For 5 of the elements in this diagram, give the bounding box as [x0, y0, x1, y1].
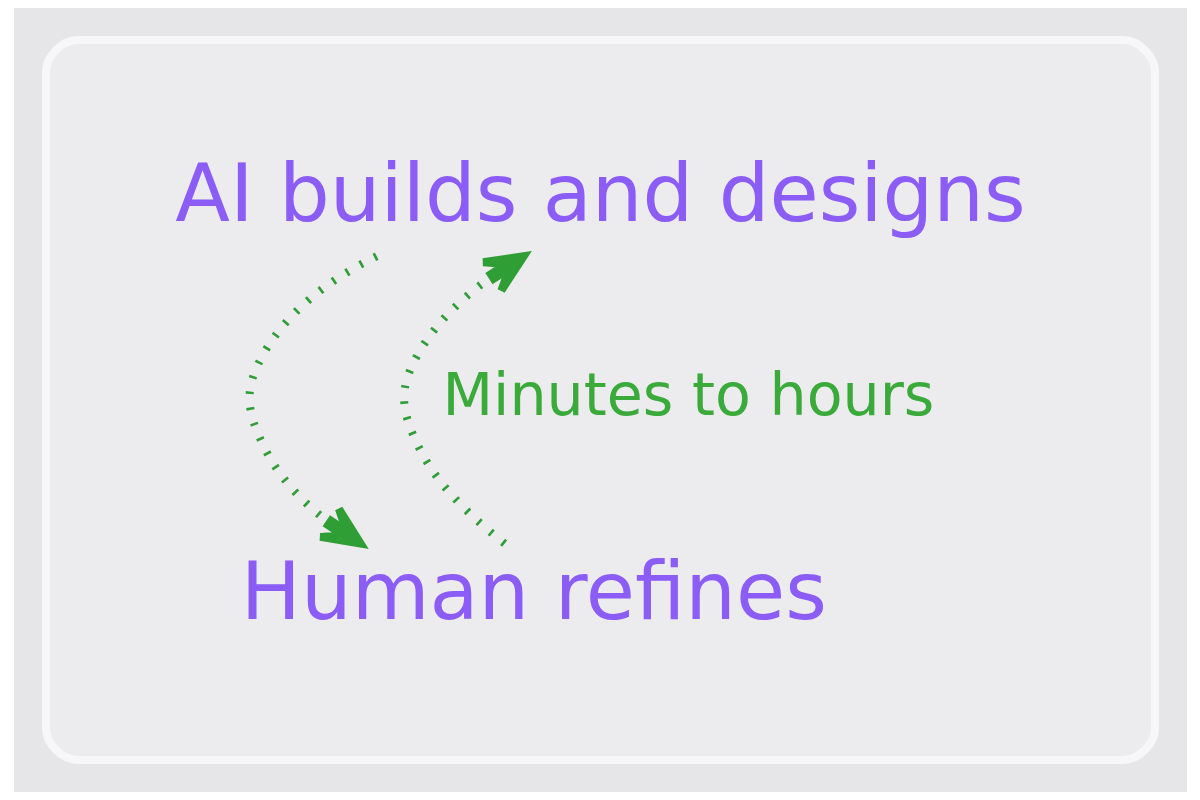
arrow [245, 252, 379, 548]
node-text: AI builds and designs [174, 147, 1026, 241]
cluster [41, 36, 1159, 764]
node-text: Human refines [240, 544, 827, 638]
label: Minutes to hours [442, 360, 934, 429]
